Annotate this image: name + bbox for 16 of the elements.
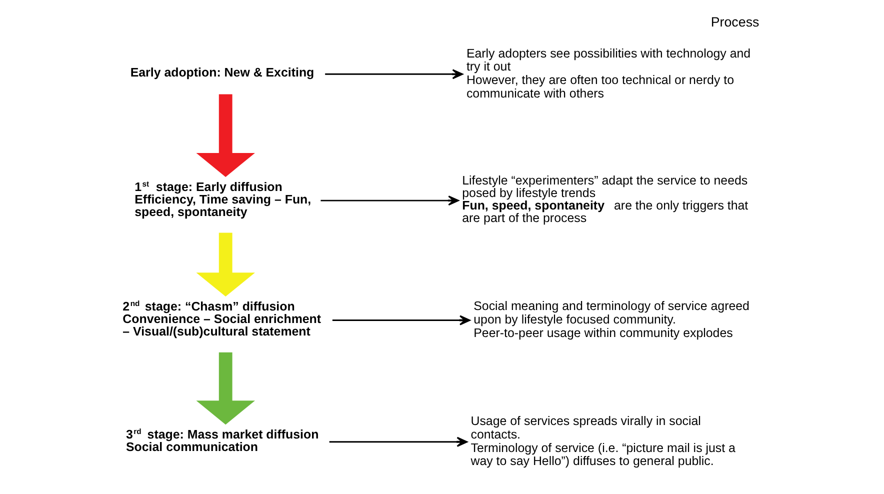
arrow	[332, 315, 470, 326]
node-text: Usage of services spreads virally in social contacts. Terminology of service (i.e. “picture mail is just a way to say Hello”) diffuses to general public.	[470, 414, 735, 468]
node-text: Early adopters see possibilities with technology and try it out However, they are often too technical or nerdy to communicate with others	[466, 46, 750, 101]
node-text: Early adoption: New & Exciting	[130, 65, 314, 80]
node-text: 1$^{st}$ stage: Early diffusion Efficiency, Time saving – Fun, speed, spontaneity	[134, 179, 311, 219]
node-text: Social meaning and terminology of service agreed upon by lifestyle focused community. Peer-to-peer usage within community explodes	[473, 299, 749, 340]
arrow	[320, 196, 458, 206]
arrow	[196, 352, 254, 425]
arrow	[196, 94, 254, 177]
arrow	[324, 69, 463, 80]
node-text: 2$^{nd}$ stage: “Chasm” diffusion Convenience – Social enrichment – Visual/(sub)cultural statement	[122, 299, 321, 338]
node-text: 3$^{rd}$ stage: Mass market diffusion Social communication	[126, 426, 318, 454]
node-text: Lifestyle “experimenters” adapt the service to needs posed by lifestyle trends Fun, speed, spontaneity are the only triggers that are part of the process	[462, 174, 748, 226]
diagram-title: Process	[710, 14, 759, 30]
arrow	[328, 436, 468, 447]
arrow	[196, 232, 254, 297]
